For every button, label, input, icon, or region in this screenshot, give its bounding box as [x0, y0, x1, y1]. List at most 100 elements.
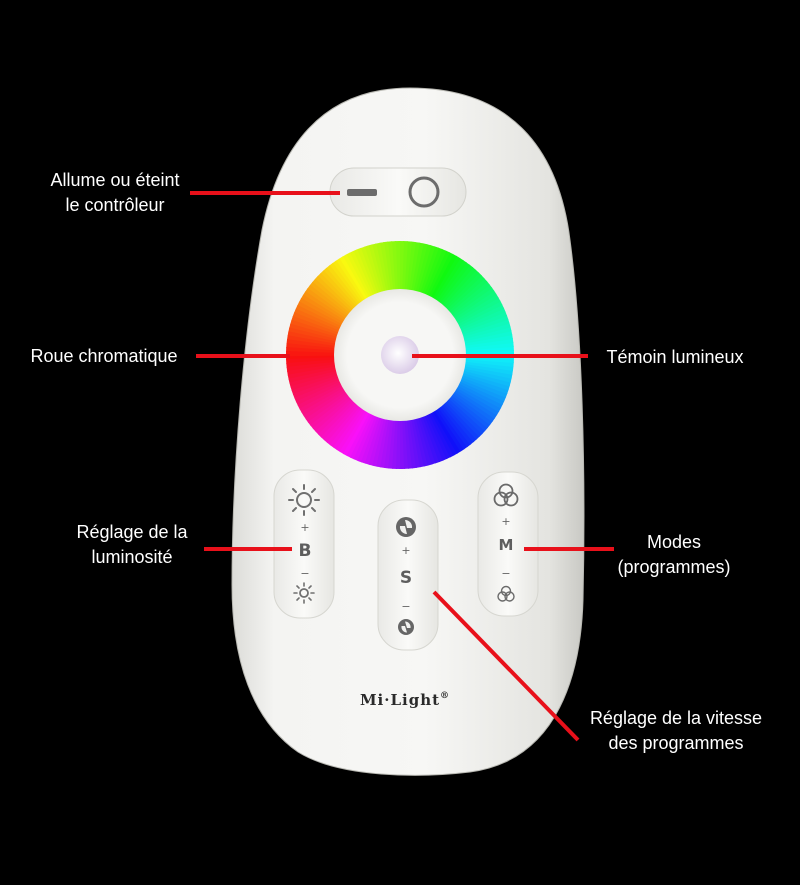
wheel-segment[interactable]	[293, 308, 344, 333]
wheel-segment[interactable]	[317, 272, 357, 313]
wheel-segment[interactable]	[343, 408, 372, 457]
wheel-segment[interactable]	[431, 407, 462, 454]
wheel-segment[interactable]	[307, 391, 352, 427]
wheel-segment[interactable]	[419, 413, 441, 464]
speed-down-icon[interactable]	[398, 619, 414, 635]
wheel-segment[interactable]	[461, 358, 514, 367]
wheel-segment[interactable]	[295, 380, 345, 407]
wheel-segment[interactable]	[423, 411, 448, 461]
wheel-segment[interactable]	[353, 411, 378, 462]
wheel-segment[interactable]	[380, 416, 393, 469]
wheel-segment[interactable]	[455, 303, 505, 330]
wheel-segment[interactable]	[435, 262, 471, 307]
wheel-segment[interactable]	[456, 377, 507, 402]
wheel-segment[interactable]	[457, 375, 508, 398]
wheel-segment[interactable]	[458, 371, 510, 391]
wheel-segment[interactable]	[297, 301, 346, 329]
wheel-segment[interactable]	[301, 386, 348, 417]
wheel-segment[interactable]	[418, 246, 439, 297]
wheel-segment[interactable]	[396, 416, 402, 469]
wheel-segment[interactable]	[286, 351, 339, 357]
wheel-segment[interactable]	[291, 374, 342, 396]
wheel-segment[interactable]	[460, 367, 512, 383]
wheel-segment[interactable]	[405, 241, 416, 294]
wheel-segment[interactable]	[388, 416, 397, 469]
wheel-segment[interactable]	[436, 403, 472, 448]
wheel-segment[interactable]	[295, 305, 345, 331]
wheel-segment[interactable]	[323, 401, 361, 444]
wheel-segment[interactable]	[412, 243, 428, 295]
wheel-segment[interactable]	[317, 398, 358, 438]
wheel-segment[interactable]	[432, 257, 464, 304]
wheel-segment[interactable]	[350, 410, 376, 460]
wheel-segment[interactable]	[426, 252, 454, 301]
wheel-segment[interactable]	[312, 394, 355, 433]
wheel-segment[interactable]	[451, 387, 498, 419]
wheel-segment[interactable]	[455, 379, 505, 405]
wheel-segment[interactable]	[447, 392, 491, 429]
wheel-segment[interactable]	[339, 407, 370, 455]
wheel-segment[interactable]	[420, 247, 443, 298]
wheel-segment[interactable]	[425, 410, 452, 460]
wheel-segment[interactable]	[452, 385, 500, 416]
wheel-segment[interactable]	[458, 314, 509, 336]
wheel-segment[interactable]	[292, 312, 343, 335]
wheel-segment[interactable]	[398, 241, 404, 294]
wheel-segment[interactable]	[421, 412, 444, 463]
wheel-segment[interactable]	[304, 287, 350, 321]
wheel-segment[interactable]	[448, 390, 493, 426]
wheel-segment[interactable]	[357, 412, 380, 463]
wheel-segment[interactable]	[286, 343, 339, 352]
wheel-segment[interactable]	[414, 244, 432, 296]
wheel-segment[interactable]	[286, 339, 339, 350]
wheel-segment[interactable]	[291, 316, 342, 337]
wheel-segment[interactable]	[422, 248, 447, 299]
sun-small-icon[interactable]	[293, 582, 315, 604]
wheel-segment[interactable]	[453, 296, 501, 326]
wheel-segment[interactable]	[315, 396, 356, 436]
wheel-segment[interactable]	[454, 300, 503, 328]
wheel-segment[interactable]	[326, 402, 363, 446]
wheel-segment[interactable]	[297, 382, 346, 410]
wheel-segment[interactable]	[352, 249, 377, 299]
mode-down-icon[interactable]	[497, 585, 515, 602]
wheel-segment[interactable]	[441, 399, 481, 440]
off-button[interactable]	[347, 189, 377, 196]
wheel-segment[interactable]	[439, 266, 477, 309]
wheel-segment[interactable]	[410, 242, 424, 295]
wheel-segment[interactable]	[403, 241, 412, 294]
wheel-segment[interactable]	[311, 278, 354, 316]
wheel-segment[interactable]	[427, 409, 455, 458]
wheel-segment[interactable]	[454, 381, 503, 409]
wheel-segment[interactable]	[356, 247, 379, 298]
wheel-segment[interactable]	[294, 378, 344, 403]
wheel-segment[interactable]	[336, 406, 368, 453]
wheel-segment[interactable]	[305, 389, 351, 423]
wheel-segment[interactable]	[319, 270, 359, 311]
wheel-segment[interactable]	[461, 362, 514, 375]
wheel-segment[interactable]	[456, 307, 506, 332]
wheel-segment[interactable]	[458, 373, 509, 394]
wheel-segment[interactable]	[292, 376, 343, 399]
wheel-segment[interactable]	[341, 254, 371, 302]
wheel-segment[interactable]	[289, 323, 341, 341]
wheel-segment[interactable]	[322, 267, 361, 310]
wheel-segment[interactable]	[288, 327, 340, 343]
wheel-segment[interactable]	[424, 250, 450, 300]
wheel-segment[interactable]	[307, 284, 352, 320]
wheel-segment[interactable]	[453, 383, 502, 412]
wheel-segment[interactable]	[459, 369, 511, 387]
wheel-segment[interactable]	[449, 287, 495, 321]
wheel-segment[interactable]	[430, 255, 461, 303]
wheel-segment[interactable]	[290, 319, 342, 339]
sun-large-icon[interactable]	[288, 484, 320, 516]
wheel-segment[interactable]	[434, 404, 468, 450]
wheel-segment[interactable]	[432, 406, 465, 452]
wheel-segment[interactable]	[303, 387, 349, 420]
wheel-segment[interactable]	[439, 400, 478, 443]
wheel-segment[interactable]	[451, 290, 497, 323]
wheel-segment[interactable]	[429, 408, 459, 456]
wheel-segment[interactable]	[309, 281, 353, 318]
wheel-segment[interactable]	[286, 335, 339, 348]
wheel-segment[interactable]	[345, 252, 373, 301]
